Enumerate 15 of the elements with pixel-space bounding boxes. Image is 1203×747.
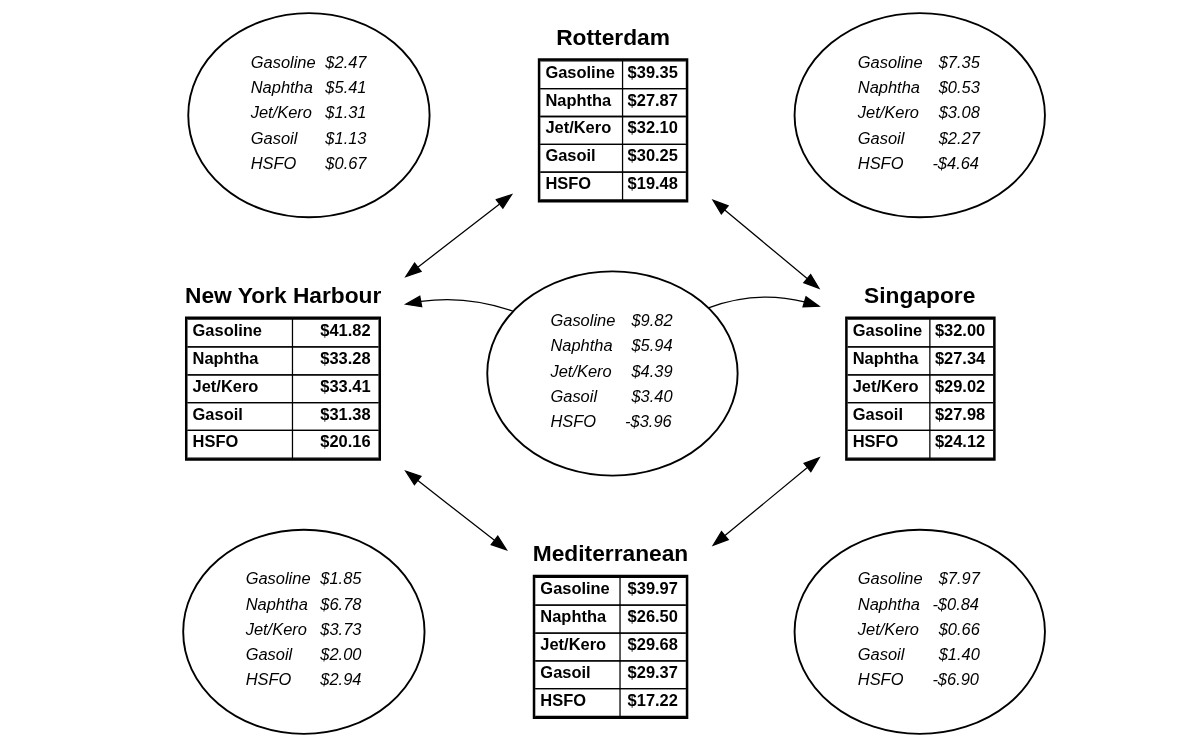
arrow	[403, 295, 514, 312]
node-ellipse: Gasoline $7.97 Naphtha -$0.84 Jet/Kero $0.66 Gasoil $1.40 HSFO -$6.90	[793, 528, 1046, 735]
arrow	[711, 456, 821, 547]
node-ellipse: Gasoline $1.85 Naphtha $6.78 Jet/Kero $3.73 Gasoil $2.00 HSFO $2.94	[181, 528, 425, 735]
node-ellipse: Gasoline $7.35 Naphtha $0.53 Jet/Kero $3.08 Gasoil $2.27 HSFO -$4.64	[793, 12, 1046, 219]
node-label: Singapore	[863, 282, 975, 309]
node-label: New York Harbour	[184, 282, 381, 309]
arrow	[711, 199, 820, 290]
node-ellipse: Gasoline $9.82 Naphtha $5.94 Jet/Kero $4.39 Gasoil $3.40 HSFO -$3.96	[485, 270, 739, 477]
node-ellipse: Gasoline $2.47 Naphtha $5.41 Jet/Kero $1.31 Gasoil $1.13 HSFO $0.67	[186, 12, 431, 219]
node-label: Rotterdam	[555, 23, 670, 50]
arrow	[403, 193, 513, 278]
node-label: Mediterranean	[532, 540, 688, 567]
arrow	[403, 469, 508, 551]
arrow	[707, 295, 821, 309]
